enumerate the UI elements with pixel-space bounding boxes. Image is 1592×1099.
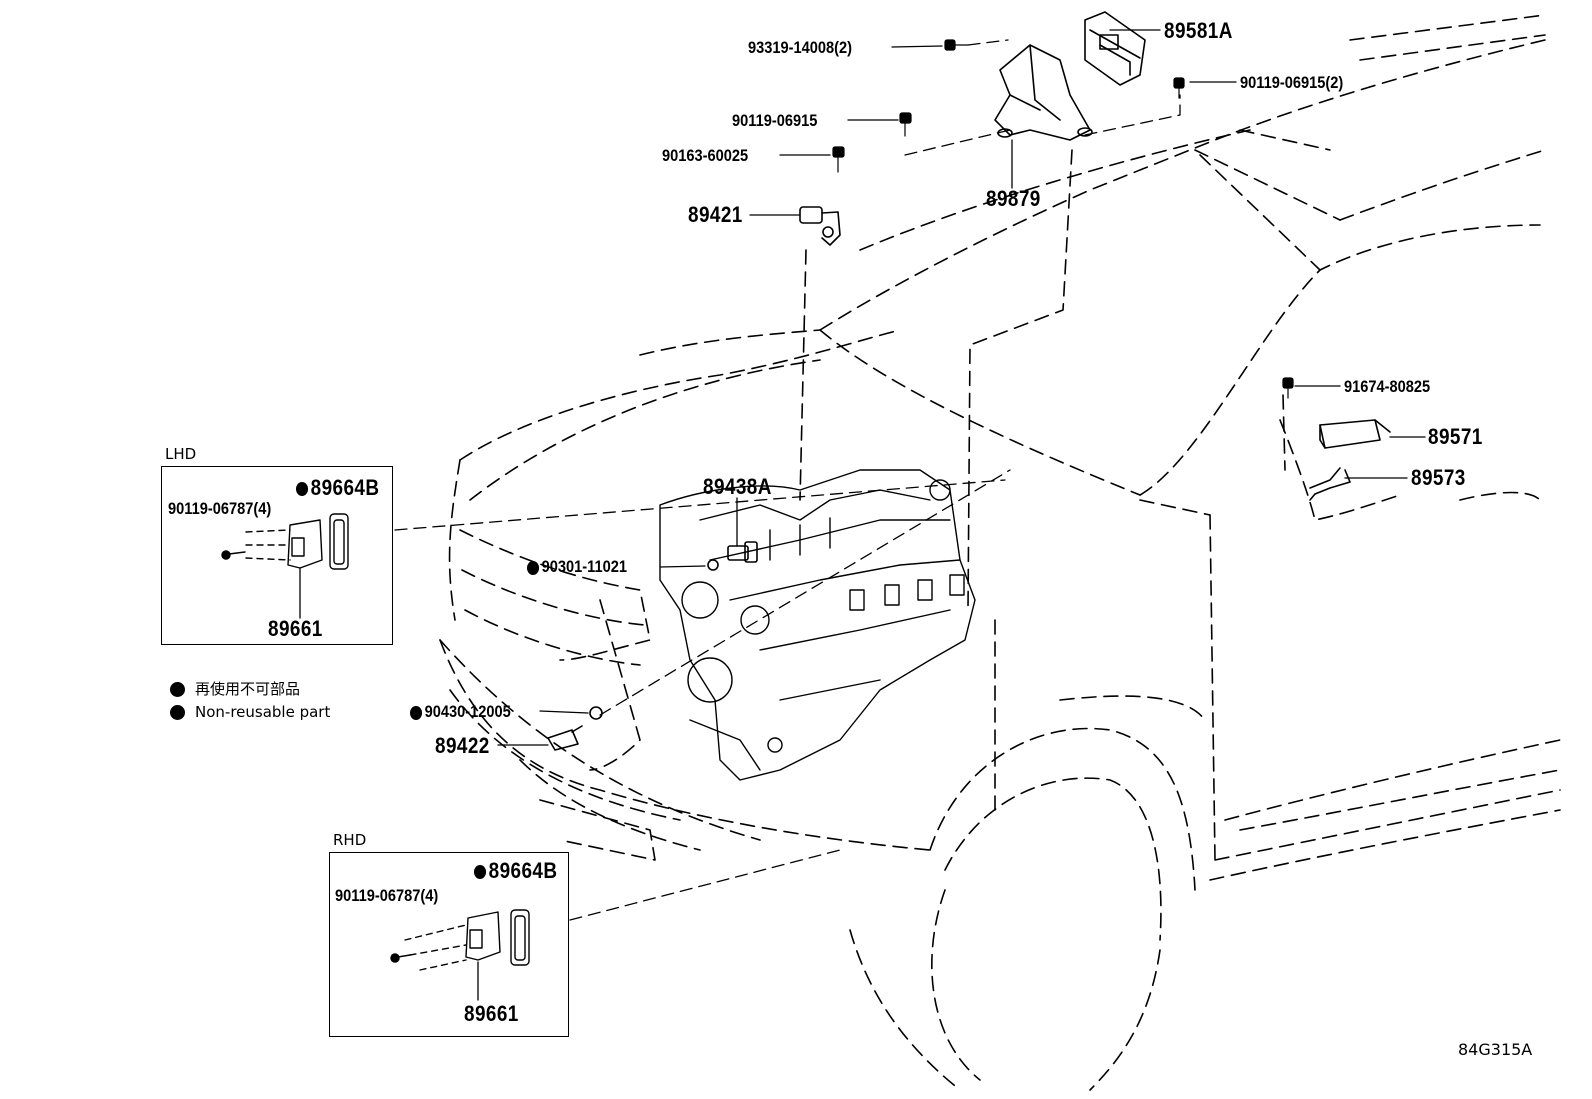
non-reusable-dot-icon: [170, 705, 185, 720]
part-number-90119-06915-2[interactable]: 90119-06915(2): [1240, 73, 1344, 92]
non-reusable-dot-icon: [170, 682, 185, 697]
part-number-89879[interactable]: 89879: [986, 186, 1041, 211]
part-number-89422[interactable]: 89422: [435, 733, 490, 758]
part-number-89573[interactable]: 89573: [1411, 465, 1466, 490]
bracket-89573: [1309, 467, 1351, 501]
body-outline: [439, 14, 1561, 1091]
part-number-91674-80825[interactable]: 91674-80825: [1344, 377, 1431, 396]
sensor-89422: [547, 706, 603, 751]
rhd-gasket-part-number[interactable]: 89664B: [474, 860, 557, 882]
part-number-89421[interactable]: 89421: [688, 202, 743, 227]
lhd-sensor-part-number[interactable]: 89661: [268, 616, 323, 641]
sensor-89438A: [707, 541, 758, 571]
diagram-code: 84G315A: [1458, 1040, 1533, 1059]
part-number-90119-06915[interactable]: 90119-06915: [732, 111, 818, 130]
bolt-icon: [832, 146, 845, 173]
non-reusable-dot-icon: [410, 705, 423, 720]
rhd-title: RHD: [333, 831, 367, 849]
bolt-icon: [1282, 377, 1294, 399]
non-reusable-dot-icon: [527, 560, 540, 575]
part-number-89581A[interactable]: 89581A: [1164, 18, 1233, 43]
legend-en: Non-reusable part: [170, 703, 330, 721]
lhd-parts: [221, 513, 349, 570]
non-reusable-dot-icon: [296, 482, 309, 497]
lhd-gasket-part-number[interactable]: 89664B: [296, 477, 379, 499]
part-number-89571[interactable]: 89571: [1428, 424, 1483, 449]
lhd-bolt-part-number[interactable]: 90119-06787(4): [168, 499, 272, 518]
lhd-box: [161, 466, 393, 645]
ecu-89581A: [1084, 11, 1146, 86]
rhd-box: [329, 852, 569, 1037]
bolt-icon: [1173, 77, 1185, 99]
part-number-93319[interactable]: 93319-14008(2): [748, 38, 853, 57]
legend-jp: 再使用不可部品: [170, 678, 300, 699]
bolt-icon: [944, 39, 969, 51]
bolt-icon: [899, 112, 912, 137]
rhd-bolt-part-number[interactable]: 90119-06787(4): [335, 886, 439, 905]
sensor-89421: [799, 206, 841, 246]
part-number-90301-11021[interactable]: 90301-11021: [527, 558, 627, 575]
module-89571: [1319, 419, 1391, 449]
part-number-90430-12005[interactable]: 90430-12005: [410, 703, 511, 720]
rhd-parts: [390, 909, 530, 971]
part-number-90163-60025[interactable]: 90163-60025: [662, 146, 749, 165]
engine: [659, 469, 976, 781]
part-number-89438A[interactable]: 89438A: [703, 474, 772, 499]
lhd-title: LHD: [165, 445, 197, 463]
non-reusable-dot-icon: [474, 865, 487, 880]
bracket-89879: [994, 44, 1093, 141]
rhd-sensor-part-number[interactable]: 89661: [464, 1001, 519, 1026]
